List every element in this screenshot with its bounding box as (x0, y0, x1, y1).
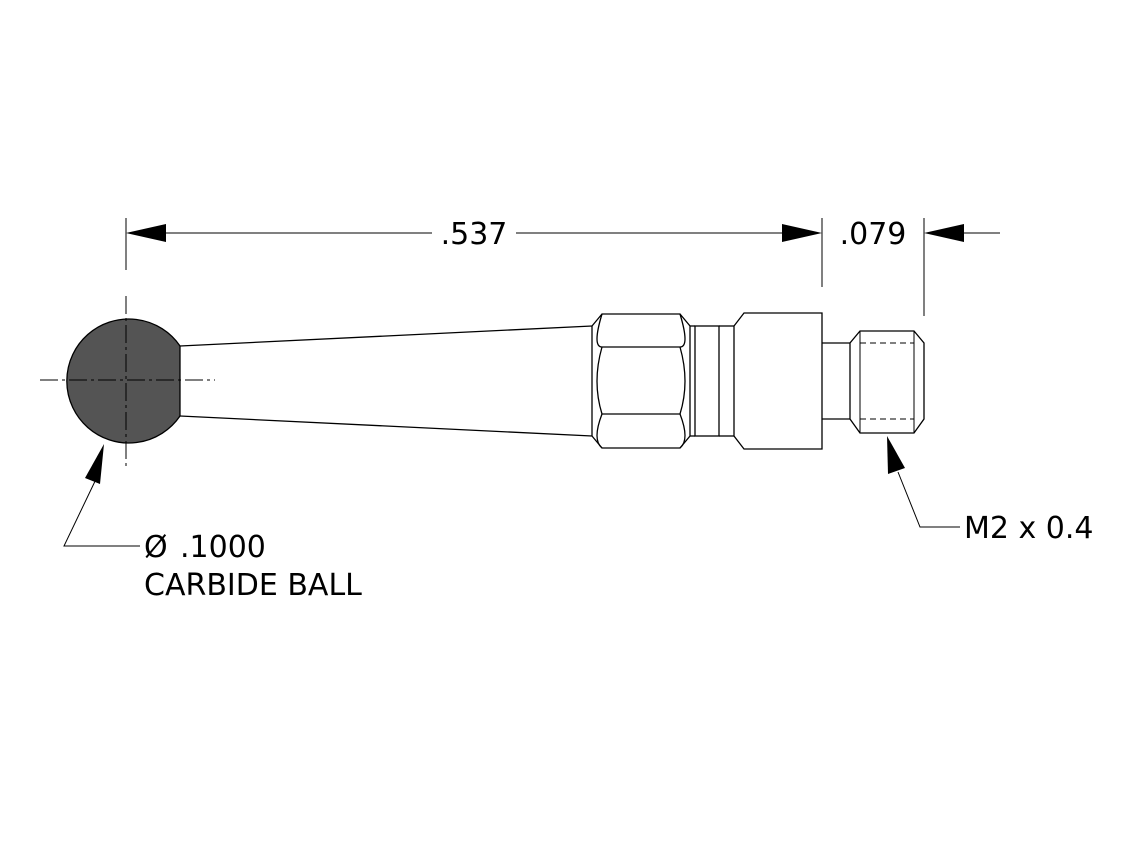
ball-diameter-symbol: Ø (144, 530, 168, 565)
ball-material-label: CARBIDE BALL (144, 568, 362, 603)
tapered-stem (179, 325, 593, 437)
carbide-ball (66, 318, 181, 444)
dimension-text-thread: .079 (840, 217, 907, 252)
threaded-end (849, 330, 925, 434)
arrowhead-thread (924, 224, 964, 242)
shoulder-cylinder (733, 312, 823, 450)
leader-ball-diameter: Ø .1000 CARBIDE BALL (63, 444, 362, 603)
leader-arrowhead-thread (887, 436, 905, 474)
leader-thread-spec: M2 x 0.4 (887, 436, 1094, 546)
dimension-overall-length: .537 (125, 217, 823, 287)
leader-arrowhead-ball (85, 444, 104, 484)
stylus-part (40, 296, 925, 468)
thread-spec-label: M2 x 0.4 (964, 511, 1094, 546)
ball-centerlines (40, 296, 215, 468)
hex-section (591, 313, 691, 449)
dimension-text-overall: .537 (441, 217, 508, 252)
thread-relief (822, 342, 850, 420)
arrowhead-left (126, 224, 166, 242)
arrowhead-right (782, 224, 822, 242)
ball-diameter-value: .1000 (180, 530, 266, 565)
dimension-thread-length: .079 (840, 217, 1000, 316)
leader-line-thread (897, 471, 960, 528)
leader-line-ball (63, 474, 140, 547)
neck-groove (690, 325, 734, 437)
